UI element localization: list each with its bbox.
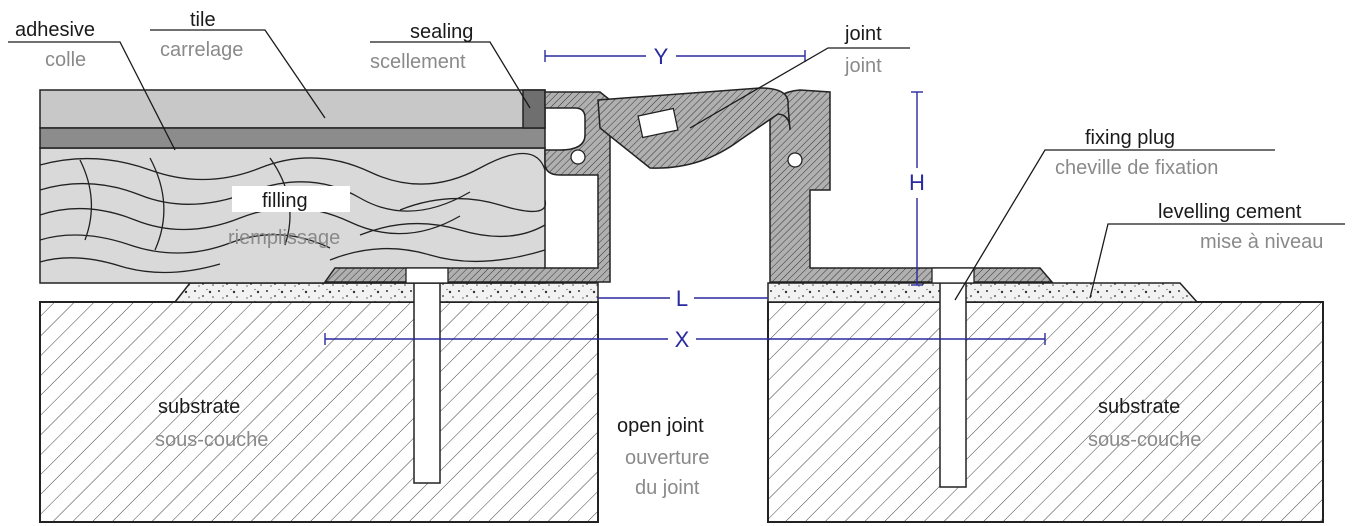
sealing-label: sealing bbox=[410, 21, 473, 43]
sealing-strip bbox=[522, 89, 546, 129]
adhesive-label-fr: colle bbox=[45, 49, 86, 71]
filling-layer bbox=[39, 147, 546, 284]
fixing-plug-label-fr: cheville de fixation bbox=[1055, 157, 1218, 179]
dimension-x: X bbox=[324, 327, 1046, 352]
dimension-y-label: Y bbox=[654, 44, 669, 69]
profile-left bbox=[323, 91, 611, 283]
fixing-plug-right bbox=[939, 282, 967, 488]
joint-insert-slot bbox=[637, 107, 679, 139]
levelling-cement-left bbox=[173, 282, 599, 303]
dimension-l-label: L bbox=[676, 286, 688, 311]
dimension-h: H bbox=[909, 91, 925, 286]
joint-insert bbox=[597, 87, 791, 169]
sealing-label-fr: scellement bbox=[370, 51, 466, 73]
substrate-left-label: substrate bbox=[158, 396, 240, 418]
filling-label: filling bbox=[262, 190, 308, 212]
levelling-cement-label: levelling cement bbox=[1158, 201, 1302, 223]
profile-right-slot bbox=[787, 152, 803, 168]
tile-layer bbox=[39, 89, 546, 129]
screw-head-right bbox=[931, 267, 975, 284]
filling-wave-lines bbox=[39, 152, 547, 274]
fixing-plug-label: fixing plug bbox=[1085, 127, 1175, 149]
filling-label-bg bbox=[232, 186, 350, 212]
profile-left-slot bbox=[570, 149, 586, 165]
substrate-right-label-fr: sous-couche bbox=[1088, 429, 1201, 451]
substrate-left-label-fr: sous-couche bbox=[155, 429, 268, 451]
levelling-cement-label-fr: mise à niveau bbox=[1200, 231, 1323, 253]
tile-label-fr: carrelage bbox=[160, 39, 243, 61]
fixing-plug-left bbox=[413, 282, 441, 484]
leader-lines bbox=[8, 29, 1345, 301]
tile-label: tile bbox=[190, 9, 216, 31]
open-joint-label-fr-2: du joint bbox=[635, 477, 700, 499]
dimension-y: Y bbox=[544, 44, 806, 69]
screw-head-left bbox=[405, 267, 449, 284]
dimension-l: L bbox=[598, 286, 768, 311]
dimension-h-label: H bbox=[909, 170, 925, 195]
joint-label-fr: joint bbox=[844, 55, 882, 77]
dimension-x-label: X bbox=[675, 327, 690, 352]
adhesive-label: adhesive bbox=[15, 19, 95, 41]
levelling-cement-right bbox=[767, 282, 1199, 303]
adhesive-layer bbox=[39, 127, 546, 149]
substrate-right-label: substrate bbox=[1098, 396, 1180, 418]
substrate-left-block bbox=[39, 301, 599, 523]
joint-label: joint bbox=[844, 23, 882, 45]
open-joint-label-fr-1: ouverture bbox=[625, 447, 710, 469]
filling-label-fr: riemplissage bbox=[228, 227, 340, 249]
open-joint-label: open joint bbox=[617, 415, 704, 437]
